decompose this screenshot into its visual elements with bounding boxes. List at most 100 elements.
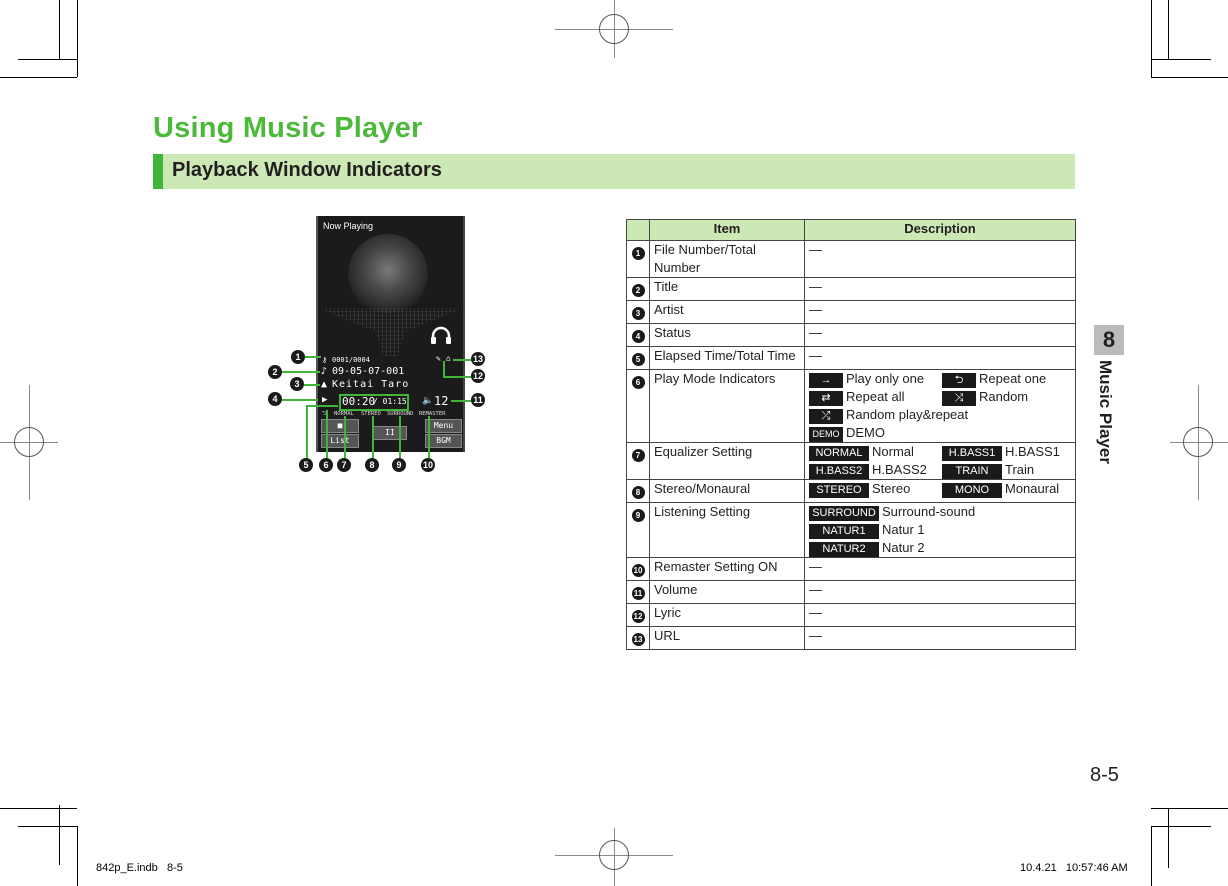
- row-number: 12: [631, 610, 645, 623]
- row-item: Lyric: [649, 603, 805, 627]
- callout-7: 7: [337, 458, 351, 472]
- natur1-icon: NATUR1: [809, 524, 879, 539]
- table-row: 5 Elapsed Time/Total Time —: [626, 346, 1076, 370]
- random-icon: ⤨: [942, 391, 976, 406]
- icon-label: Random play&repeat: [846, 407, 969, 422]
- icon-label: Random: [979, 389, 1029, 404]
- mono-icon: MONO: [942, 483, 1002, 498]
- icon-label: Repeat one: [979, 371, 1047, 386]
- row-number: 9: [631, 509, 645, 522]
- item-header: Item: [649, 219, 805, 241]
- table-row: 10 Remaster Setting ON —: [626, 557, 1076, 581]
- section-accent: [153, 154, 163, 189]
- bgm-softkey: BGM: [425, 434, 462, 448]
- page-number: 8-5: [1090, 764, 1119, 786]
- callout-12: 12: [471, 369, 485, 383]
- visualizer-orb: [348, 234, 428, 314]
- section-title: Playback Window Indicators: [172, 159, 442, 181]
- list-softkey: List: [321, 434, 359, 448]
- table-row: 12 Lyric —: [626, 603, 1076, 627]
- icon-label: Normal: [872, 444, 914, 459]
- now-playing-header: Now Playing: [323, 221, 374, 231]
- row-number: 4: [631, 330, 645, 343]
- row-item: Title: [649, 277, 805, 301]
- table-row: 13 URL —: [626, 626, 1076, 650]
- row-item: URL: [649, 626, 805, 650]
- page-title: Using Music Player: [153, 112, 423, 144]
- url-icon: ⌂: [446, 354, 451, 363]
- row-desc: —: [804, 277, 1076, 301]
- row-item: Remaster Setting ON: [649, 557, 805, 581]
- row-item: Play Mode Indicators: [649, 369, 805, 443]
- callout-10: 10: [421, 458, 435, 472]
- pause-softkey: II: [373, 426, 407, 440]
- chapter-tab-number: 8: [1094, 325, 1124, 355]
- icon-label: Surround-sound: [882, 504, 976, 519]
- row-desc: —: [804, 580, 1076, 604]
- surround-icon: SURROUND: [809, 506, 879, 521]
- table-row: 6 Play Mode Indicators →Play only one ⮌R…: [626, 369, 1076, 443]
- file-number: 0001/0004: [332, 356, 370, 364]
- eq-hbass2-icon: H.BASS2: [809, 464, 869, 479]
- icon-label: H.BASS1: [1005, 444, 1060, 459]
- table-row: 4 Status —: [626, 323, 1076, 347]
- callout-13: 13: [471, 352, 485, 366]
- eq-label: NORMAL: [334, 411, 354, 417]
- stereo-label: STEREO: [361, 411, 381, 417]
- stereo-icon: STEREO: [809, 483, 869, 498]
- listening-label: SURROUND: [387, 411, 414, 417]
- row-desc: —: [804, 300, 1076, 324]
- row-item: Artist: [649, 300, 805, 324]
- eq-hbass1-icon: H.BASS1: [942, 446, 1002, 461]
- volume-icon: 🔈: [422, 396, 434, 406]
- menu-softkey: Menu: [425, 419, 462, 433]
- row-item: Elapsed Time/Total Time: [649, 346, 805, 370]
- table-row: 11 Volume —: [626, 580, 1076, 604]
- icon-label: Play only one: [846, 371, 925, 386]
- table-row: 1 File Number/Total Number —: [626, 240, 1076, 278]
- icon-label: Natur 1: [882, 522, 925, 537]
- random-repeat-icon: ⤮: [809, 409, 843, 424]
- row-desc: —: [804, 323, 1076, 347]
- repeat-one-icon: ⮌: [942, 373, 976, 388]
- row-item: Status: [649, 323, 805, 347]
- row-number: 8: [631, 486, 645, 499]
- slug-file: 842p_E.indb 8-5: [96, 862, 183, 874]
- row-item: Equalizer Setting: [649, 442, 805, 480]
- callout-1: 1: [291, 350, 305, 364]
- row-number: 5: [631, 353, 645, 366]
- callout-2: 2: [268, 365, 282, 379]
- eq-normal-icon: NORMAL: [809, 446, 869, 461]
- num-header: [626, 219, 650, 241]
- track-title: 09-05-07-001: [332, 366, 405, 377]
- row-number: 11: [631, 587, 645, 600]
- file-number-icon: ⚷: [322, 356, 328, 364]
- icon-label: Natur 2: [882, 540, 925, 555]
- icon-label: DEMO: [846, 425, 885, 440]
- natur2-icon: NATUR2: [809, 542, 879, 557]
- icon-label: Stereo: [872, 481, 911, 496]
- row-desc: —: [804, 240, 1076, 278]
- callout-3: 3: [290, 377, 304, 391]
- total-time: / 01:15: [373, 397, 407, 406]
- play-status-icon: ▶: [322, 395, 328, 405]
- icon-label: Monaural: [1005, 481, 1060, 496]
- row-number: 2: [631, 284, 645, 297]
- row-desc: —: [804, 603, 1076, 627]
- playback-screen: Now Playing ⚷ 0001/0004 ✎ ⌂ ♪ 09-05-07-0…: [316, 216, 465, 452]
- demo-icon: DEMO: [809, 427, 843, 442]
- stop-softkey: ■: [321, 419, 359, 433]
- elapsed-time: 00:20: [342, 395, 376, 408]
- callout-5: 5: [299, 458, 313, 472]
- lyric-icon: ✎: [436, 354, 441, 363]
- callout-4: 4: [268, 392, 282, 406]
- table-header: Item Description: [626, 219, 1076, 241]
- row-number: 10: [631, 564, 645, 577]
- remaster-label: REMASTER: [419, 411, 446, 417]
- repeat-all-icon: ⇄: [809, 391, 843, 406]
- row-number: 3: [631, 307, 645, 320]
